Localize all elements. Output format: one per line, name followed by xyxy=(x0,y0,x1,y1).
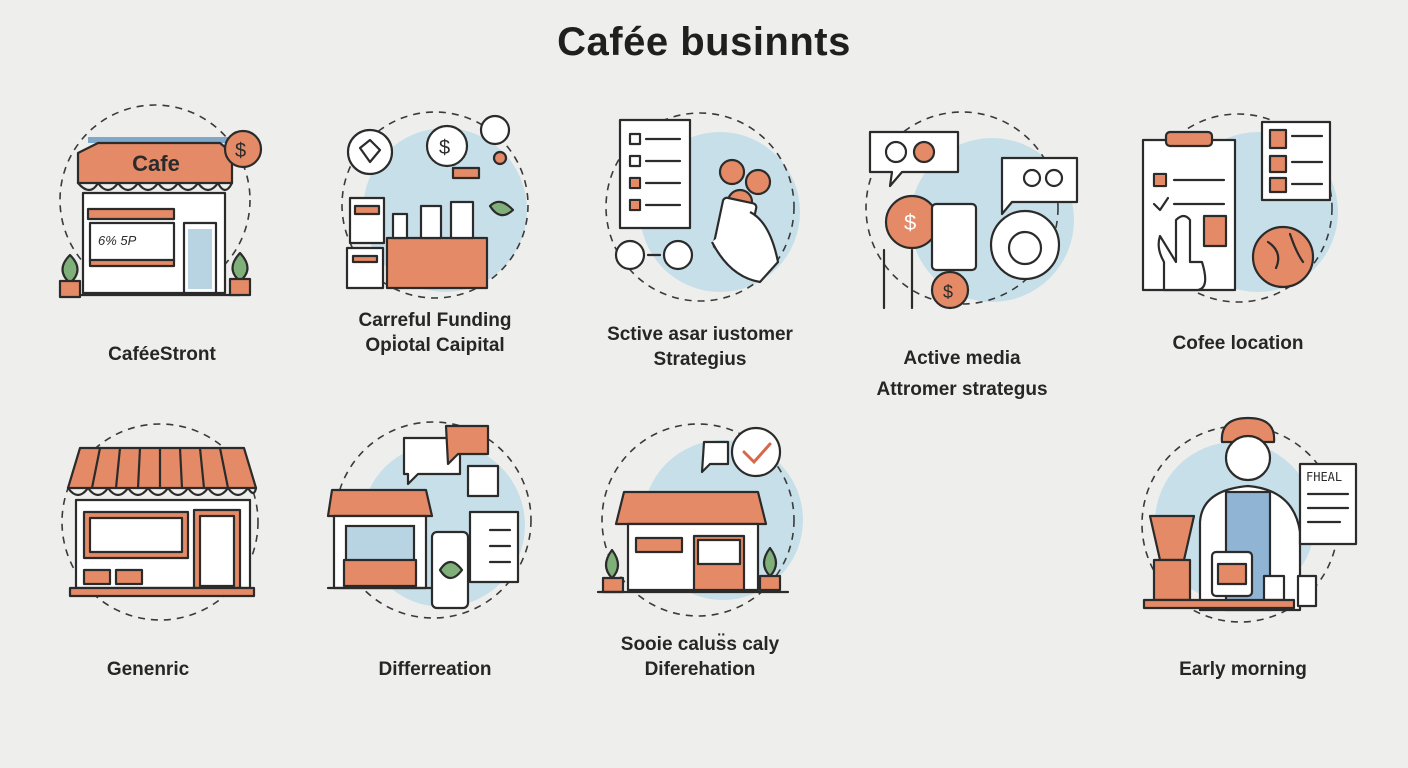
caption-line: Strategius xyxy=(653,349,747,371)
caption-line: Cofee location xyxy=(1172,333,1304,354)
caption-line: Differreation xyxy=(378,659,492,680)
tile-funding-capital: $ xyxy=(335,110,535,305)
svg-text:$: $ xyxy=(943,282,953,302)
tile-generic-storefront xyxy=(60,422,270,622)
coffee-location-icon xyxy=(1141,113,1338,303)
caption-line: Opi̇otal Caipital xyxy=(365,335,505,357)
differentiation-shop-icon xyxy=(326,421,532,619)
funding-capital-icon: $ xyxy=(341,111,529,299)
generic-storefront-icon xyxy=(61,423,259,621)
tile-differentiation-shop xyxy=(326,420,538,620)
caption-line: Early morning xyxy=(1179,659,1307,680)
tile-active-media: $ $ xyxy=(862,110,1082,310)
social-differentiation-icon xyxy=(596,423,803,617)
cafe-sign-text: Cafe xyxy=(132,151,180,176)
menu-sheet-text: FHEAL xyxy=(1306,470,1343,484)
tile-social-differentiation xyxy=(596,420,808,620)
caption-line: Sooie calus̈s caly xyxy=(620,634,780,655)
caption-line: Attromer strategus xyxy=(876,378,1048,400)
caption-line: Active media xyxy=(903,348,1021,369)
caption-coffee-location: Cofee location xyxy=(1128,331,1348,356)
caption-line: CaféeStront xyxy=(108,344,216,365)
caption-customer-strategy: Sctive asar iustomer Strategius xyxy=(570,322,830,372)
caption-line: Diferehation xyxy=(644,659,756,681)
cafe-storefront-icon: 6% 5P $ xyxy=(58,104,263,299)
barista-early-morning-icon xyxy=(1141,416,1358,623)
page-title: Cafée businnts xyxy=(557,20,851,64)
caption-social-differentiation: Sooie calus̈s caly Diferehation xyxy=(590,632,810,682)
caption-generic: Genenric xyxy=(48,657,248,682)
tile-barista-early-morning: FHEAL xyxy=(1140,412,1360,624)
tile-customer-strategy xyxy=(600,112,800,307)
tile-cafe-storefront: 6% 5P $ Cafe xyxy=(50,104,270,305)
caption-line: Genenric xyxy=(106,659,190,680)
caption-differentiation: Differreation xyxy=(335,657,535,682)
caption-early-morning: Early morning xyxy=(1143,657,1343,682)
tile-coffee-location xyxy=(1138,112,1348,307)
active-media-icon: $ $ xyxy=(865,111,1079,310)
caption-line: Sctive asar iustomer xyxy=(607,324,793,345)
caption-funding-capital: Carreful Funding Opi̇otal Caipital xyxy=(320,308,550,358)
svg-text:$: $ xyxy=(904,210,916,235)
svg-text:$: $ xyxy=(439,137,450,159)
caption-cafe-storefront: CaféeStront xyxy=(62,342,262,367)
customer-strategy-icon xyxy=(605,112,800,302)
caption-line: Carreful Funding xyxy=(358,310,512,331)
svg-text:6% 5P: 6% 5P xyxy=(98,233,137,248)
svg-text:$: $ xyxy=(235,140,246,162)
caption-active-media: Active media Attromer strategus xyxy=(842,344,1082,406)
